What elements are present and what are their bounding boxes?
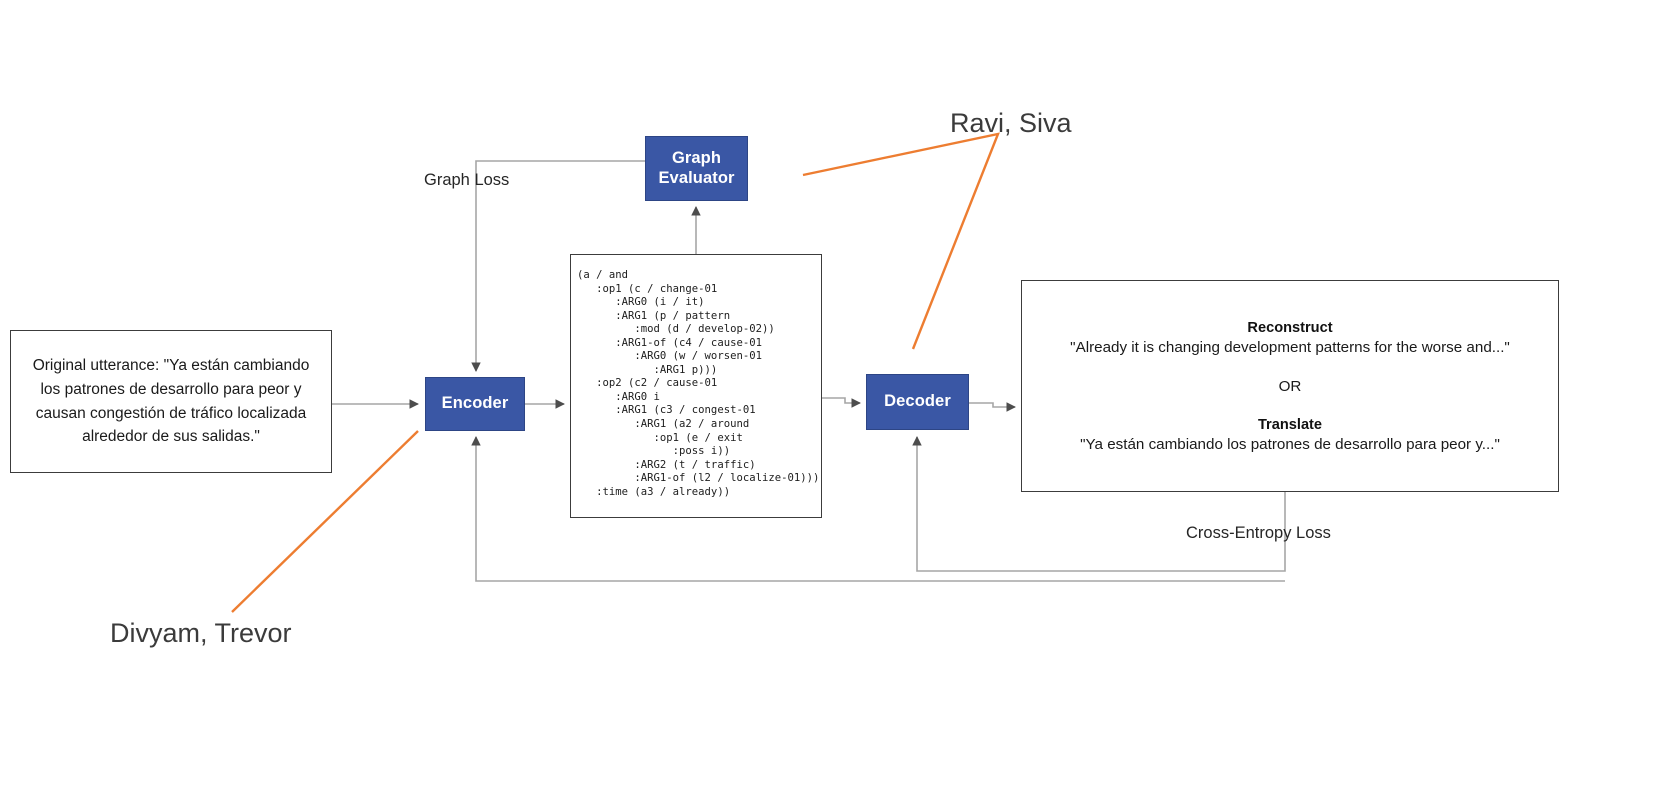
wire-amr-to-decoder [822, 397, 861, 408]
encoder-node[interactable]: Encoder [425, 377, 525, 431]
translate-text: "Ya están cambiando los patrones de desa… [1080, 435, 1500, 453]
graph-evaluator-node[interactable]: Graph Evaluator [645, 136, 748, 201]
amr-graph-text: (a / and :op1 (c / change-01 :ARG0 (i / … [577, 269, 820, 498]
graph-loss-label: Graph Loss [424, 171, 510, 189]
reconstruct-heading: Reconstruct [1247, 319, 1333, 336]
annotation-label-divyam: Divyam, Trevor [110, 618, 292, 648]
amr-graph-box: (a / and :op1 (c / change-01 :ARG0 (i / … [570, 254, 822, 518]
wire-decoder-to-output [969, 402, 1016, 412]
original-utterance-text: Original utterance: "Ya están cambiando … [32, 357, 310, 446]
output-box: Reconstruct "Already it is changing deve… [1021, 280, 1559, 492]
annotation-label-ravi: Ravi, Siva [950, 108, 1072, 138]
cross-entropy-loss-label: Cross-Entropy Loss [1186, 524, 1331, 542]
original-utterance-box: Original utterance: "Ya están cambiando … [10, 330, 332, 473]
translate-heading: Translate [1257, 416, 1323, 433]
decoder-node[interactable]: Decoder [866, 374, 969, 430]
output-or-separator: OR [1278, 377, 1302, 395]
reconstruct-text: "Already it is changing development patt… [1070, 338, 1510, 356]
annotation-leader-ravi [802, 132, 1000, 350]
